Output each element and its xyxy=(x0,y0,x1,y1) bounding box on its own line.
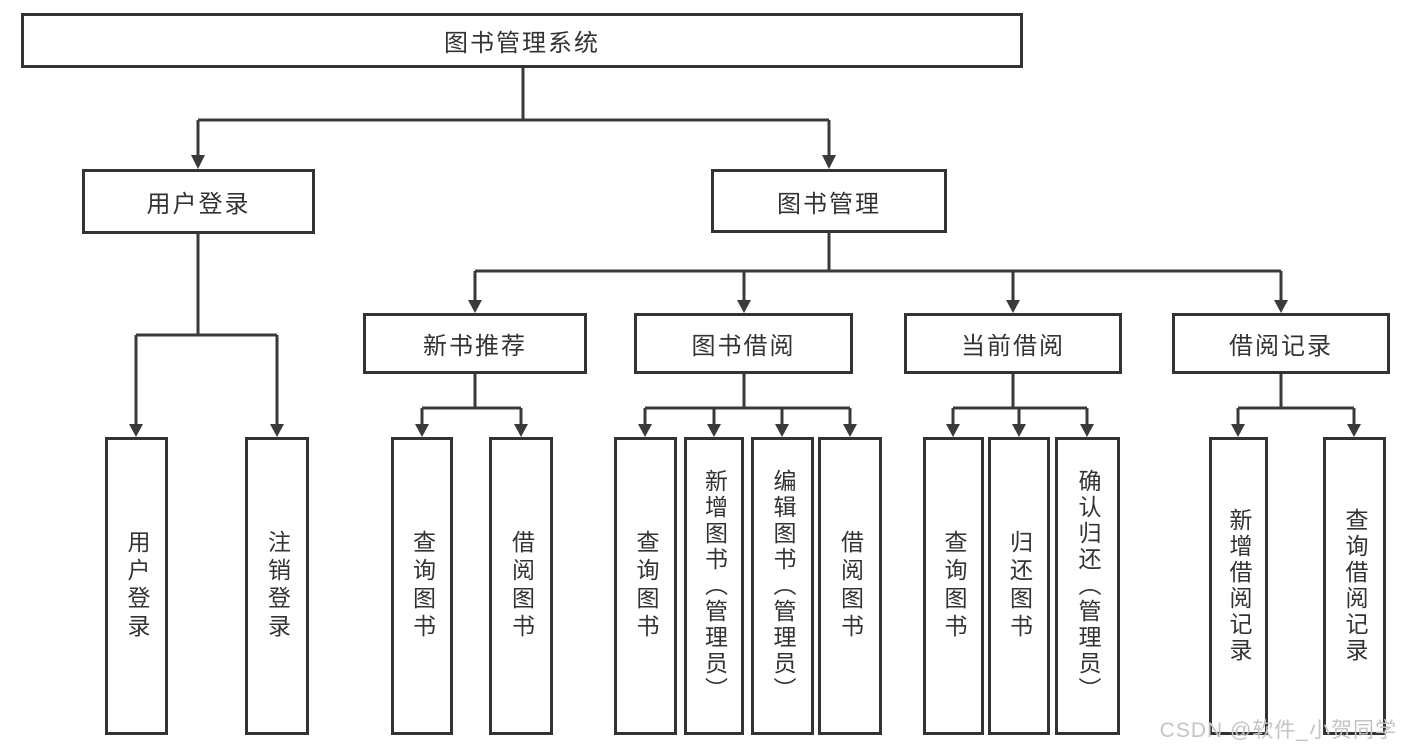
leaf-return-books: 归还图书 xyxy=(988,437,1050,735)
node-book-management-label: 图书管理 xyxy=(777,190,881,218)
node-current-borrow: 当前借阅 xyxy=(904,313,1122,374)
leaf-query-books-2: 查询图书 xyxy=(614,437,677,735)
leaf-add-borrow-record-label: 新增借阅记录 xyxy=(1226,508,1252,664)
leaf-confirm-return-admin: 确认归还（管理员） xyxy=(1055,437,1120,735)
leaf-add-borrow-record: 新增借阅记录 xyxy=(1209,437,1268,735)
leaf-borrow-books-2: 借阅图书 xyxy=(818,437,882,735)
leaf-query-books-2-label: 查询图书 xyxy=(633,530,659,642)
leaf-add-books-admin-label: 新增图书（管理员） xyxy=(701,469,728,703)
node-borrow-records-label: 借阅记录 xyxy=(1229,333,1333,360)
node-new-book-recommend: 新书推荐 xyxy=(363,313,587,374)
leaf-add-books-admin: 新增图书（管理员） xyxy=(684,437,744,735)
leaf-user-login-label: 用户登录 xyxy=(124,530,150,642)
node-root-system: 图书管理系统 xyxy=(21,13,1023,68)
leaf-confirm-return-admin-label: 确认归还（管理员） xyxy=(1075,469,1101,703)
leaf-query-books-3: 查询图书 xyxy=(923,437,984,735)
leaf-query-books-3-label: 查询图书 xyxy=(941,530,967,642)
leaf-borrow-books-2-label: 借阅图书 xyxy=(837,530,864,642)
node-user-login-label: 用户登录 xyxy=(146,191,251,218)
leaf-borrow-books-1-label: 借阅图书 xyxy=(508,530,535,642)
leaf-logout-label: 注销登录 xyxy=(264,530,291,642)
node-root-label: 图书管理系统 xyxy=(444,30,600,57)
leaf-edit-books-admin: 编辑图书（管理员） xyxy=(751,437,814,735)
leaf-user-login: 用户登录 xyxy=(105,437,168,735)
node-book-borrow-label: 图书借阅 xyxy=(691,333,796,360)
node-book-management: 图书管理 xyxy=(711,169,947,233)
csdn-watermark: CSDN @软件_小贺同学 xyxy=(1159,719,1397,742)
node-new-book-recommend-label: 新书推荐 xyxy=(423,333,527,360)
leaf-query-borrow-record-label: 查询借阅记录 xyxy=(1342,508,1368,664)
leaf-query-books-1-label: 查询图书 xyxy=(409,530,436,642)
leaf-query-books-1: 查询图书 xyxy=(391,437,453,735)
leaf-return-books-label: 归还图书 xyxy=(1006,530,1033,642)
leaf-borrow-books-1: 借阅图书 xyxy=(489,437,553,735)
node-current-borrow-label: 当前借阅 xyxy=(961,333,1065,360)
node-book-borrow: 图书借阅 xyxy=(634,313,853,374)
leaf-edit-books-admin-label: 编辑图书（管理员） xyxy=(770,469,796,703)
node-borrow-records: 借阅记录 xyxy=(1172,313,1390,374)
leaf-logout: 注销登录 xyxy=(245,437,309,735)
node-user-login: 用户登录 xyxy=(82,169,315,234)
leaf-query-borrow-record: 查询借阅记录 xyxy=(1323,437,1386,735)
